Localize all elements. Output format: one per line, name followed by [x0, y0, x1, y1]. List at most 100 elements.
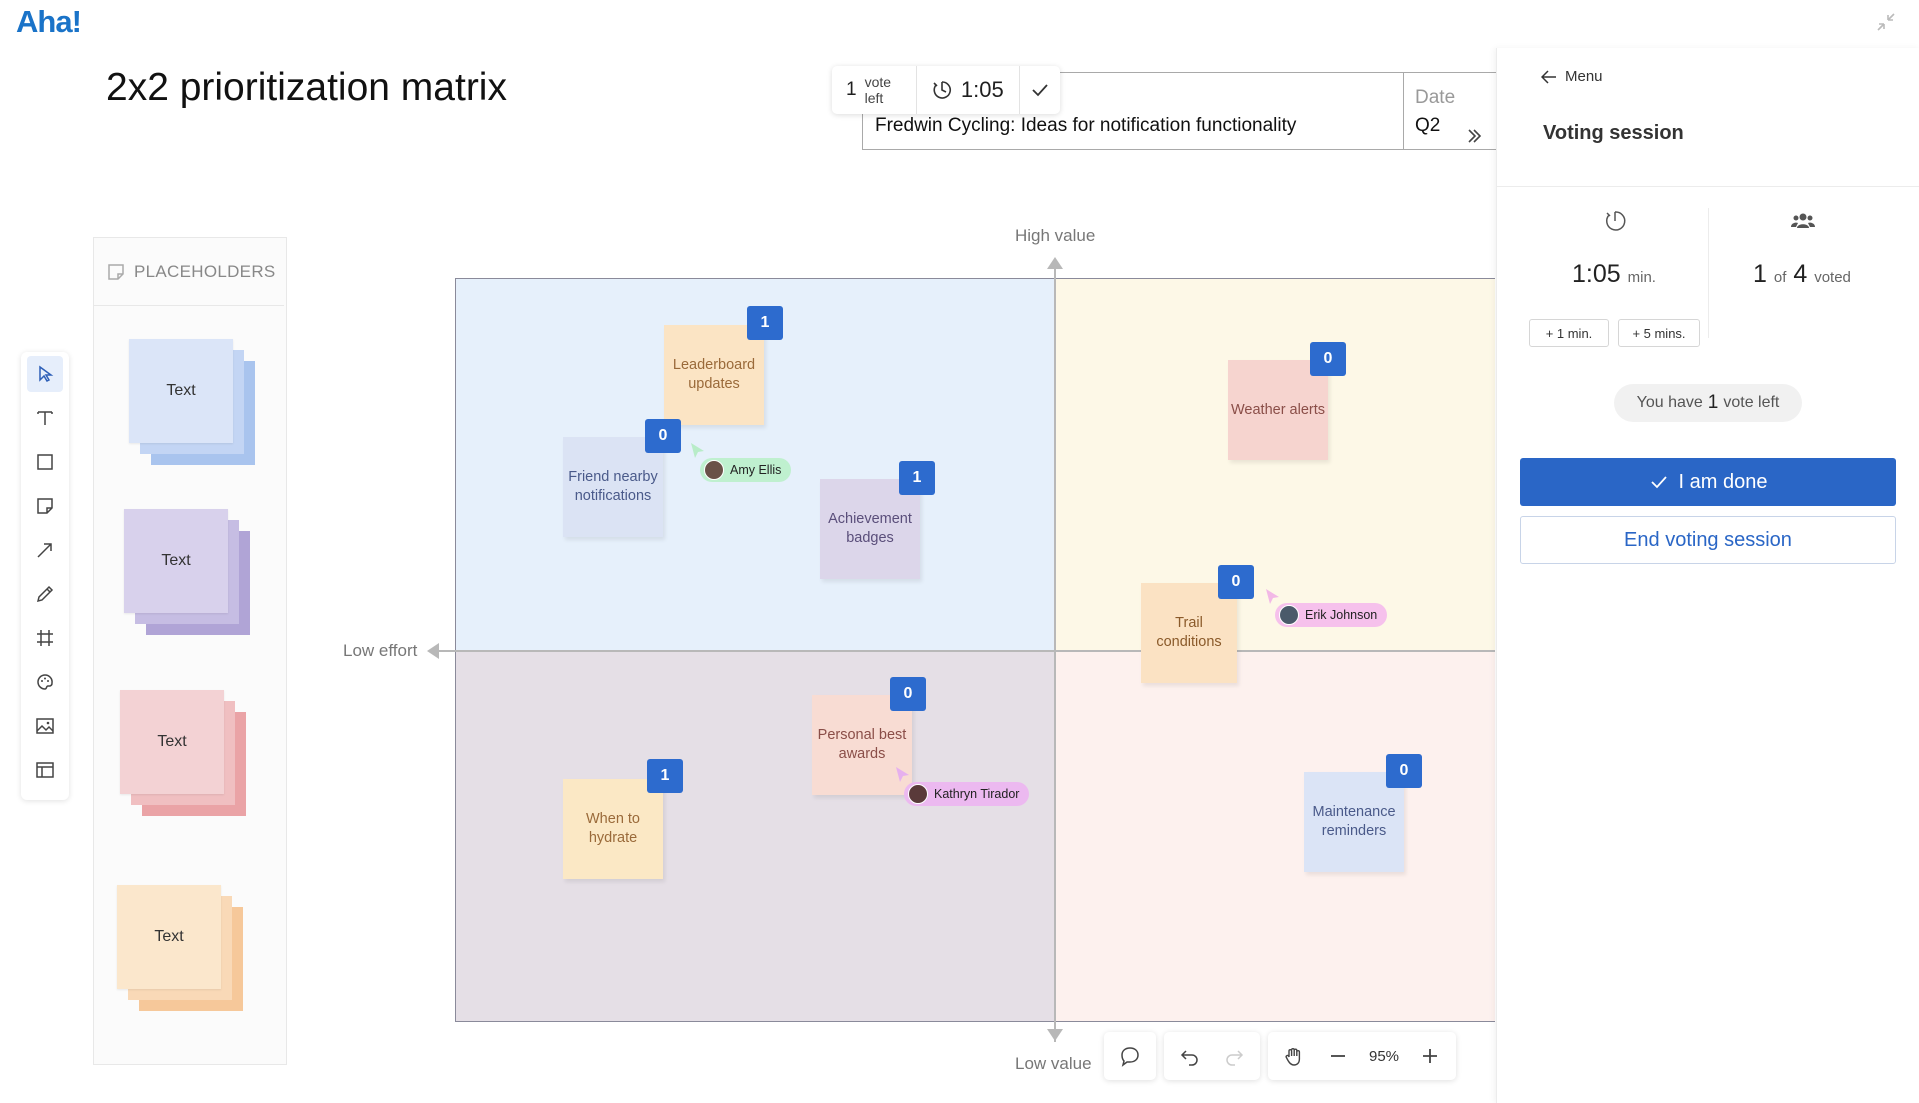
- comment-icon: [1121, 1047, 1139, 1067]
- shape-tool[interactable]: [27, 444, 63, 480]
- page-title[interactable]: 2x2 prioritization matrix: [106, 66, 507, 109]
- arrow-tool[interactable]: [27, 532, 63, 568]
- drawing-toolbar: [21, 352, 69, 800]
- divider: [1497, 186, 1919, 187]
- history-group: [1164, 1032, 1260, 1080]
- text-tool[interactable]: [27, 400, 63, 436]
- user-name: Amy Ellis: [730, 463, 782, 477]
- user-tag-erik-johnson: Erik Johnson: [1275, 603, 1388, 627]
- date-value[interactable]: Q2: [1415, 115, 1441, 136]
- placeholder-purple[interactable]: Text: [124, 509, 254, 639]
- placeholder-label: Text: [120, 690, 224, 794]
- arrow-up-icon: [1047, 257, 1063, 269]
- cursor-icon: [691, 443, 704, 458]
- frame-icon: [37, 630, 53, 646]
- confirm-vote-button[interactable]: [1020, 66, 1060, 114]
- text-icon: [37, 411, 53, 425]
- note-when-to-hydrate[interactable]: When to hydrate: [563, 779, 663, 879]
- add-5-minutes-button[interactable]: + 5 mins.: [1618, 319, 1700, 347]
- voted-status: 1 of 4 voted: [1753, 260, 1851, 289]
- vote-timer-value: 1:05: [960, 77, 1004, 102]
- pan-button[interactable]: [1274, 1036, 1314, 1076]
- image-tool[interactable]: [27, 708, 63, 744]
- pen-tool[interactable]: [27, 576, 63, 612]
- note-friend-nearby-notifications[interactable]: Friend nearby notifications: [563, 437, 663, 537]
- double-chevron-right-icon: [1468, 129, 1482, 143]
- expand-panel-button[interactable]: [1454, 116, 1494, 156]
- quadrant-bottom-left: [455, 651, 1055, 1022]
- avatar: [1279, 605, 1299, 625]
- vote-badge[interactable]: 0: [1310, 342, 1346, 376]
- placeholder-blue[interactable]: Text: [129, 339, 259, 469]
- comment-button[interactable]: [1110, 1036, 1150, 1076]
- placeholder-orange[interactable]: Text: [117, 885, 247, 1015]
- axis-label-low-effort: Low effort: [343, 641, 418, 660]
- undo-button[interactable]: [1170, 1036, 1210, 1076]
- template-tool[interactable]: [27, 752, 63, 788]
- placeholder-label: Text: [117, 885, 221, 989]
- axis-label-low-value: Low value: [1015, 1054, 1092, 1073]
- zoom-out-button[interactable]: [1318, 1036, 1358, 1076]
- vote-badge[interactable]: 0: [645, 419, 681, 453]
- time-remaining: 1:05 min.: [1572, 260, 1656, 289]
- sticky-note-icon: [108, 263, 124, 280]
- vote-badge[interactable]: 0: [1218, 565, 1254, 599]
- end-voting-session-button[interactable]: End voting session: [1520, 516, 1896, 564]
- zoom-level[interactable]: 95%: [1368, 1047, 1400, 1065]
- pointer-tool[interactable]: [27, 356, 63, 392]
- frame-tool[interactable]: [27, 620, 63, 656]
- vote-badge[interactable]: 0: [1386, 754, 1422, 788]
- add-1-minute-button[interactable]: + 1 min.: [1529, 319, 1609, 347]
- sticky-note-tool[interactable]: [27, 488, 63, 524]
- vote-badge[interactable]: 1: [647, 759, 683, 793]
- menu-label: Menu: [1565, 68, 1603, 85]
- collapse-icon[interactable]: [1874, 10, 1898, 34]
- placeholder-label: Text: [124, 509, 228, 613]
- vote-badge[interactable]: 1: [747, 306, 783, 340]
- user-name: Kathryn Tirador: [934, 787, 1020, 801]
- aha-logo[interactable]: Aha!: [16, 4, 82, 39]
- vote-status-bar: 1 vote left 1:05: [832, 66, 1060, 114]
- pen-icon: [36, 585, 54, 603]
- check-icon: [1650, 476, 1667, 489]
- date-column: Date Q2: [1403, 73, 1498, 149]
- voted-label: voted: [1814, 269, 1851, 286]
- palette-tool[interactable]: [27, 664, 63, 700]
- timer-icon: [933, 81, 951, 99]
- zoom-in-button[interactable]: [1410, 1036, 1450, 1076]
- minus-icon: [1331, 1055, 1345, 1057]
- placeholders-title: PLACEHOLDERS: [134, 261, 276, 281]
- arrow-down-icon: [1047, 1029, 1063, 1041]
- i-am-done-button[interactable]: I am done: [1520, 458, 1896, 506]
- note-achievement-badges[interactable]: Achievement badges: [820, 479, 920, 579]
- date-label: Date: [1415, 87, 1456, 108]
- vote-badge[interactable]: 1: [899, 461, 935, 495]
- voting-panel: Menu Voting session 1:05 min. + 1 min. +…: [1496, 48, 1919, 1103]
- votes-left: 1 vote left: [832, 66, 917, 114]
- redo-button[interactable]: [1214, 1036, 1254, 1076]
- note-maintenance-reminders[interactable]: Maintenance reminders: [1304, 772, 1404, 872]
- shape-icon: [37, 454, 53, 470]
- divider: [1708, 208, 1709, 338]
- board-name[interactable]: Fredwin Cycling: Ideas for notification …: [875, 115, 1297, 136]
- note-trail-conditions[interactable]: Trail conditions: [1141, 583, 1237, 683]
- vote-badge[interactable]: 0: [890, 677, 926, 711]
- placeholder-pink[interactable]: Text: [120, 690, 250, 820]
- cursor-icon: [1266, 589, 1279, 604]
- menu-back-link[interactable]: Menu: [1541, 68, 1603, 85]
- arrow-left-icon: [427, 643, 439, 659]
- note-leaderboard-updates[interactable]: Leaderboard updates: [664, 325, 764, 425]
- avatar: [704, 460, 724, 480]
- pointer-icon: [39, 365, 54, 382]
- note-personal-best-awards[interactable]: Personal best awards: [812, 695, 912, 795]
- votes-count: 1: [1707, 392, 1719, 413]
- timer-icon: [1606, 211, 1626, 231]
- vote-timer: 1:05: [917, 66, 1021, 114]
- hand-icon: [1285, 1048, 1301, 1066]
- quadrant-top-right: [1055, 278, 1495, 650]
- user-name: Erik Johnson: [1305, 608, 1378, 622]
- panel-title: Voting session: [1543, 122, 1684, 144]
- cursor-icon: [896, 767, 909, 782]
- comment-group: [1104, 1032, 1156, 1080]
- note-weather-alerts[interactable]: Weather alerts: [1228, 360, 1328, 460]
